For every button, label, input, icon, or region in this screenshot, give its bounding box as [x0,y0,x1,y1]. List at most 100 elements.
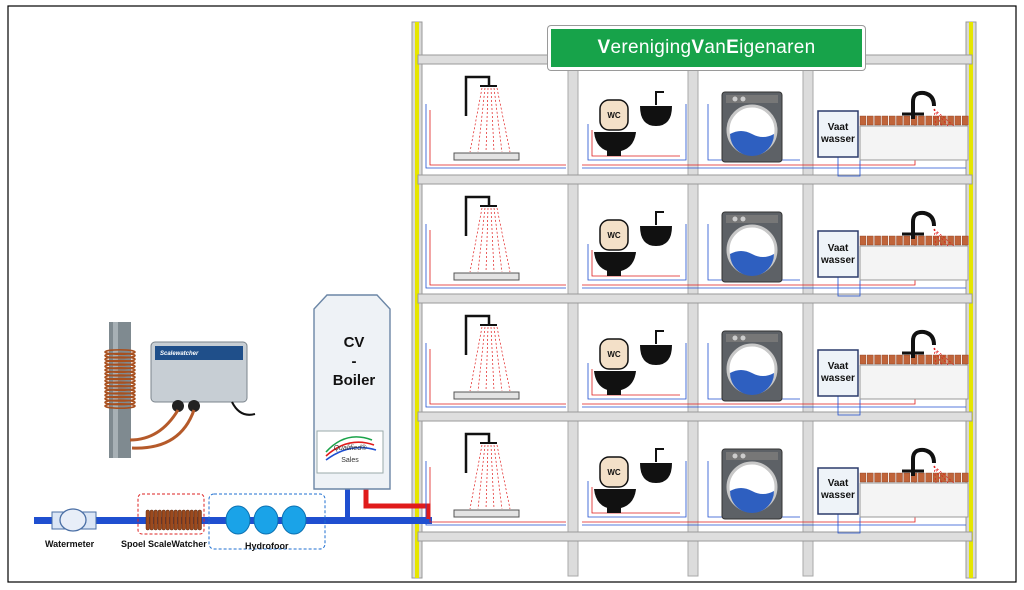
left-post-accent [415,22,419,578]
coil-turn [181,509,186,531]
dishwasher-line2: wasser [821,490,855,501]
pipe-coil-turn [104,392,136,399]
boiler-label: CV - Boiler [316,333,392,390]
hydrofoor-label: Hydrofoor [245,541,289,551]
column-1 [567,61,579,577]
boiler-line-1: CV [343,334,365,351]
bathroom-cold-pipe [587,104,687,161]
wc-text: WC [607,350,621,359]
sink-icon [640,330,672,365]
qualified-sales-logo: Qualified® Sales [319,433,381,471]
floor-hot-pipe [429,230,566,286]
dishwasher-icon [817,349,859,397]
dishwasher-line1: Vaat [827,122,849,133]
column-3 [802,61,814,577]
bathroom-cold-pipe [587,461,687,518]
coil-turn [173,509,178,531]
shower-tray [453,152,520,161]
sink-icon [640,211,672,246]
boiler-line-3: Boiler [332,372,376,389]
toilet-icon: WC [594,456,636,513]
kitchen-cold-pipe [837,511,861,534]
coil-turn [177,509,182,531]
dishwasher-icon [817,467,859,515]
coil-turn [161,509,166,531]
bathroom-cold-pipe [587,343,687,400]
dishwasher-icon [817,110,859,158]
kitchen-counter-icon [859,235,969,281]
shower-tray [453,509,520,518]
hydrofoor-pumps-icon [225,505,307,535]
wc-text: WC [607,468,621,477]
shower-icon [464,195,511,273]
kitchen-tap-icon [902,210,955,247]
washing-machine-icon [721,211,783,283]
coil-turn [169,509,174,531]
shower-tray [453,391,520,400]
toilet-icon: WC [594,219,636,276]
coil-turn [165,509,170,531]
shower-icon [464,75,511,153]
floor-cold-pipe [425,224,566,289]
dishwasher-line1: Vaat [827,361,849,372]
boiler-cold-inlet [345,489,350,519]
coil-turn [193,509,198,531]
pipe-coil-turn [104,374,136,381]
column-2 [687,61,699,577]
bathroom-cold-pipe [587,224,687,281]
title-cap-2: V [691,37,705,58]
dishwasher-line2: wasser [821,255,855,266]
watermeter-label: Watermeter [45,539,95,549]
washing-machine-icon [721,330,783,402]
kitchen-cold-pipe [837,393,861,416]
dishwasher-icon [817,230,859,278]
title-rest-2: an [704,37,727,58]
floor-hot-pipe [429,467,566,523]
shower-icon [464,432,511,510]
floor-cold-pipe [425,461,566,526]
floor-1: WC [425,432,969,534]
hydrofoor-frame [208,493,326,550]
floor-2: WC [425,314,969,416]
title-cap-3: E [726,37,740,58]
watermeter-icon [51,508,97,532]
floor-cold-pipe [425,343,566,408]
bathroom-hot-pipe [591,369,680,396]
title-cap-1: V [597,37,611,58]
pipe-coil-turn [104,402,136,409]
floor-slab-1 [417,411,973,422]
kitchen-counter-icon [859,354,969,400]
shower-tray [453,272,520,281]
kitchen-counter-icon [859,472,969,518]
wc-text: WC [607,111,621,120]
boiler-hot-outlet [363,489,431,519]
washing-machine-icon [721,448,783,520]
kitchen-counter-icon [859,115,969,161]
coil-turn [149,509,154,531]
spoel-label: Spoel ScaleWatcher [121,539,207,549]
title-rest-3: igenaren [739,37,816,58]
device-brand: Scalewatcher [160,351,199,357]
dishwasher-line1: Vaat [827,478,849,489]
dishwasher-line1: Vaat [827,243,849,254]
floor-slab-3 [417,174,973,185]
floor-cold-pipe [425,104,566,169]
kitchen-cold-pipe [837,274,861,297]
kitchen-tap-icon [902,90,955,127]
boiler-line-2: - [351,353,357,370]
floor-hot-pipe [429,110,566,166]
floor-slab-2 [417,293,973,304]
coil-turn [145,509,150,531]
diagram-border [7,5,1017,583]
shower-icon [464,314,511,392]
kitchen-tap-icon [902,447,955,484]
logo-sub: Sales [341,457,359,464]
bathroom-hot-pipe [591,130,680,157]
spoel-frame [137,493,205,535]
bathroom-hot-pipe [591,250,680,277]
